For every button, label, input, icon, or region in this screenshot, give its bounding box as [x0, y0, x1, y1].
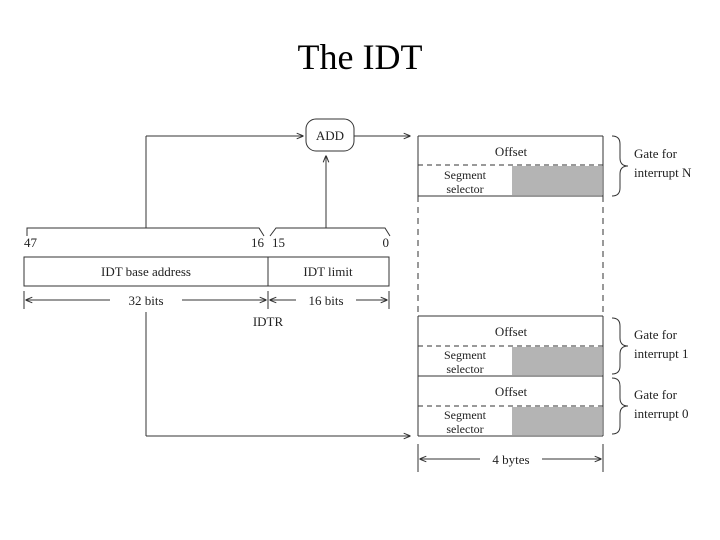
entry-n-reserved: [512, 166, 602, 195]
entry-n-offset: Offset: [495, 144, 528, 159]
gate-0-label-2: interrupt 0: [634, 406, 689, 421]
base-width-label: 32 bits: [128, 293, 163, 308]
idtr-register: [23, 256, 390, 287]
bit-47-label: 47: [24, 235, 38, 250]
gate-n-label-1: Gate for: [634, 146, 678, 161]
idtr-label: IDTR: [253, 314, 284, 329]
entry-0-offset: Offset: [495, 384, 528, 399]
gate-n-label-2: interrupt N: [634, 165, 692, 180]
bit-15-label: 15: [272, 235, 285, 250]
entry-1-reserved: [512, 347, 602, 375]
limit-width-label: 16 bits: [308, 293, 343, 308]
page-title: The IDT: [297, 37, 423, 77]
entry-n-selector-2: selector: [446, 182, 483, 196]
entry-n-selector-1: Segment: [444, 168, 487, 182]
table-width-label: 4 bytes: [492, 452, 529, 467]
idt-limit-field: IDT limit: [303, 264, 353, 279]
adder-box: [305, 118, 355, 152]
gate-1-label-2: interrupt 1: [634, 346, 689, 361]
entry-1-offset: Offset: [495, 324, 528, 339]
entry-1-selector-1: Segment: [444, 348, 487, 362]
idt-base-address-field: IDT base address: [101, 264, 191, 279]
gate-0-label-1: Gate for: [634, 387, 678, 402]
entry-0-reserved: [512, 407, 602, 435]
entry-0-selector-1: Segment: [444, 408, 487, 422]
bit-16-label: 16: [251, 235, 265, 250]
entry-0-selector-2: selector: [446, 422, 483, 436]
gate-1-label-1: Gate for: [634, 327, 678, 342]
adder-label: ADD: [316, 128, 344, 143]
brace-interrupt-1: [611, 317, 629, 375]
brace-interrupt-0: [611, 377, 629, 435]
bit-0-label: 0: [383, 235, 390, 250]
bracket-limit: [269, 227, 391, 237]
bracket-base: [26, 227, 265, 237]
entry-1-selector-2: selector: [446, 362, 483, 376]
brace-interrupt-n: [611, 135, 629, 197]
